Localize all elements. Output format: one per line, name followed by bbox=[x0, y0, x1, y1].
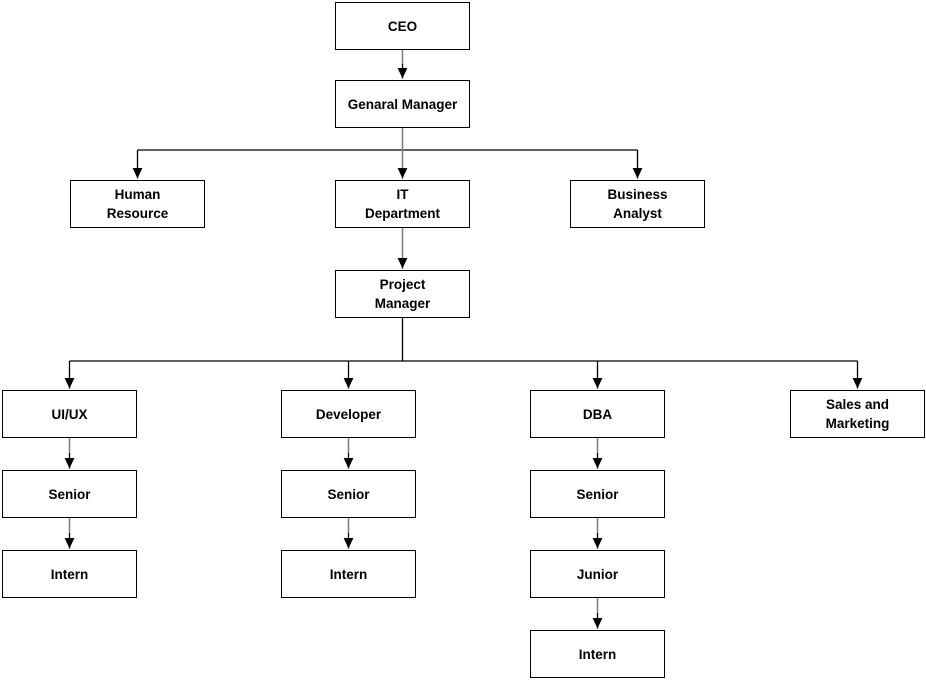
org-node-developer-senior: Senior bbox=[281, 470, 416, 518]
org-node-sales-marketing: Sales and Marketing bbox=[790, 390, 925, 438]
org-node-business-analyst: Business Analyst bbox=[570, 180, 705, 228]
org-node-dba: DBA bbox=[530, 390, 665, 438]
org-node-uiux-senior: Senior bbox=[2, 470, 137, 518]
org-node-it-department: IT Department bbox=[335, 180, 470, 228]
edge-project-manager-split bbox=[64, 318, 863, 389]
org-node-uiux: UI/UX bbox=[2, 390, 137, 438]
edge-general-manager-split bbox=[132, 149, 643, 179]
org-node-developer: Developer bbox=[281, 390, 416, 438]
org-node-human-resource: Human Resource bbox=[70, 180, 205, 228]
org-node-ceo: CEO bbox=[335, 2, 470, 50]
org-node-general-manager: Genaral Manager bbox=[335, 80, 470, 128]
org-node-dba-intern: Intern bbox=[530, 630, 665, 678]
org-node-dba-junior: Junior bbox=[530, 550, 665, 598]
org-node-uiux-intern: Intern bbox=[2, 550, 137, 598]
org-node-project-manager: Project Manager bbox=[335, 270, 470, 318]
org-node-developer-intern: Intern bbox=[281, 550, 416, 598]
org-node-dba-senior: Senior bbox=[530, 470, 665, 518]
